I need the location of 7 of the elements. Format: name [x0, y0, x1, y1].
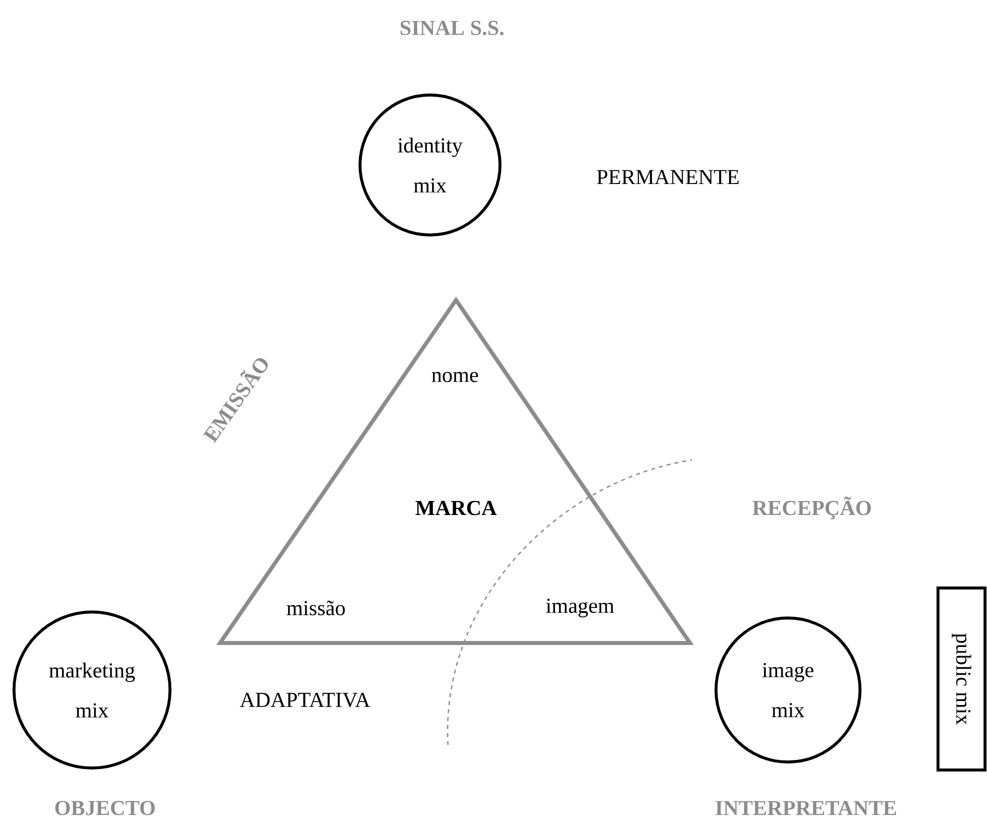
heading-label: SINAL S.S. — [400, 20, 504, 36]
side-label: ADAPTATIVA — [240, 692, 370, 708]
heading-label: INTERPRETANTE — [716, 800, 896, 816]
rotated-box: public mix — [936, 586, 986, 772]
side-label: PERMANENTE — [596, 170, 739, 184]
section-label: RECEPÇÃO — [752, 496, 871, 520]
heading-label: OBJECTO — [55, 800, 155, 816]
